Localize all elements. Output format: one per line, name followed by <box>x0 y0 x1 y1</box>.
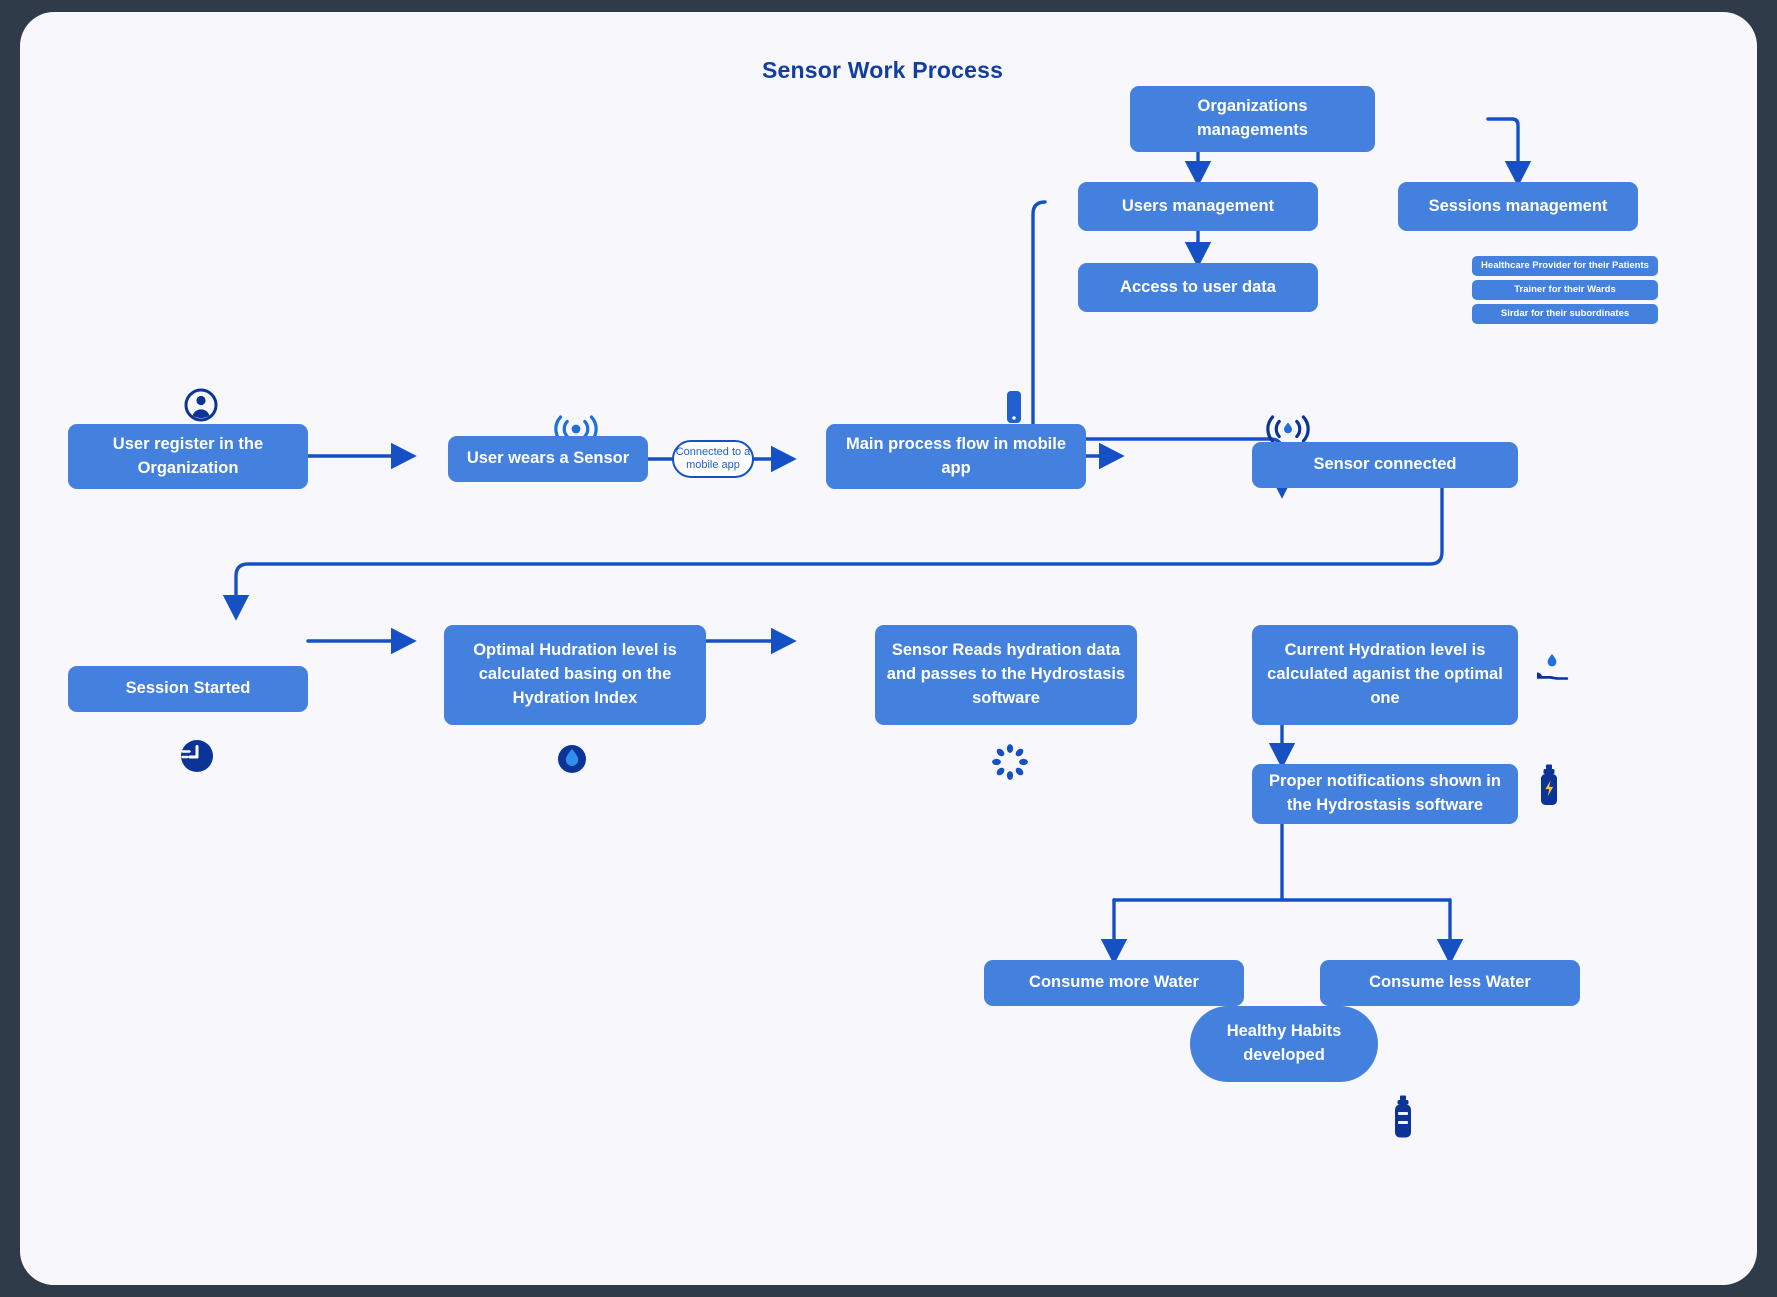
page-title: Sensor Work Process <box>762 57 1004 83</box>
water-bottle-bolt-icon <box>1541 764 1557 805</box>
badge-healthcare-provider[interactable]: Healthcare Provider for their Patients <box>1472 256 1658 276</box>
node-user-register[interactable]: User register in the Organization <box>68 424 308 489</box>
node-session-started[interactable]: Session Started <box>68 666 308 712</box>
node-sensor-reads[interactable]: Sensor Reads hydration data and passes t… <box>875 625 1137 725</box>
node-users-management[interactable]: Users management <box>1078 182 1318 231</box>
mobile-phone-icon <box>1007 391 1021 423</box>
signal-droplet-icon <box>1266 415 1310 443</box>
water-bottle-icon <box>1395 1095 1411 1138</box>
connector-label-connected-mobile-app: Connected to a mobile app <box>672 440 754 478</box>
badge-sirdar[interactable]: Sirdar for their subordinates <box>1472 304 1658 324</box>
hand-water-drop-icon <box>1537 654 1569 680</box>
droplet-spinner-icon <box>992 744 1028 780</box>
node-organizations-managements[interactable]: Organizations managements <box>1130 86 1375 152</box>
node-proper-notifications[interactable]: Proper notifications shown in the Hydros… <box>1252 764 1518 824</box>
timer-clock-icon <box>181 740 213 772</box>
diagram-canvas: Sensor Work Process Organizations manage… <box>20 12 1757 1285</box>
connector-label-line1: Connected to a <box>675 445 751 458</box>
edge-orgs-to-sessions <box>1486 117 1532 187</box>
node-current-hydration[interactable]: Current Hydration level is calculated ag… <box>1252 625 1518 725</box>
badge-trainer[interactable]: Trainer for their Wards <box>1472 280 1658 300</box>
node-user-wears-sensor[interactable]: User wears a Sensor <box>448 436 648 482</box>
node-sessions-management[interactable]: Sessions management <box>1398 182 1638 231</box>
node-consume-less-water[interactable]: Consume less Water <box>1320 960 1580 1006</box>
node-access-to-user-data[interactable]: Access to user data <box>1078 263 1318 312</box>
water-droplet-icon <box>558 745 586 773</box>
connector-label-line2: mobile app <box>686 459 740 471</box>
node-sensor-connected[interactable]: Sensor connected <box>1252 442 1518 488</box>
node-main-process-flow[interactable]: Main process flow in mobile app <box>826 424 1086 489</box>
node-optimal-hydration[interactable]: Optimal Hudration level is calculated ba… <box>444 625 706 725</box>
node-consume-more-water[interactable]: Consume more Water <box>984 960 1244 1006</box>
node-healthy-habits[interactable]: Healthy Habits developed <box>1190 1006 1378 1082</box>
user-avatar-icon <box>184 388 218 422</box>
